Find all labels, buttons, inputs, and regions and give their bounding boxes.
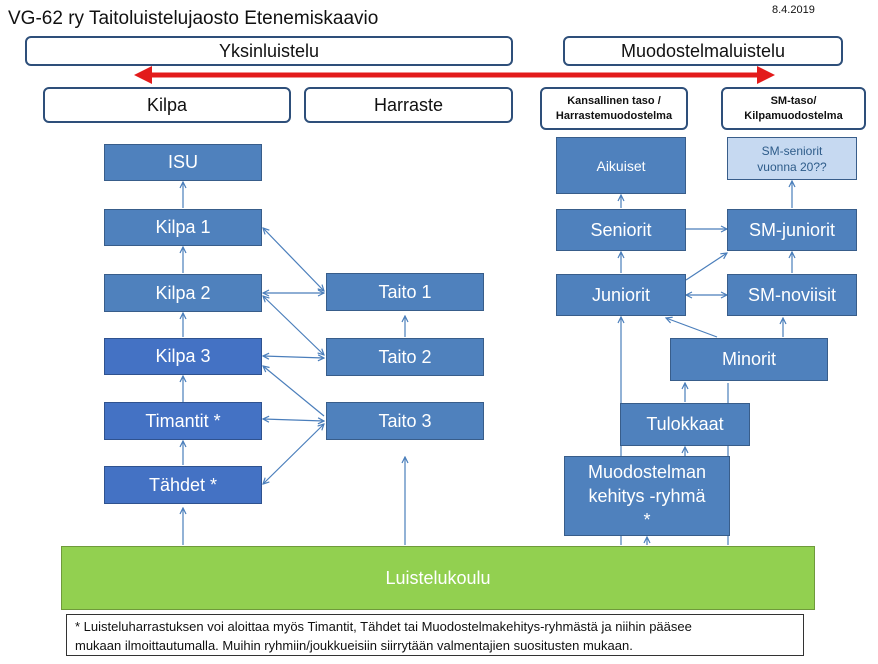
node-luistelukoulu: Luistelukoulu bbox=[61, 546, 815, 610]
header-sm-taso: SM-taso/ Kilpamuodostelma bbox=[721, 87, 866, 130]
node-kilpa-1: Kilpa 1 bbox=[104, 209, 262, 246]
node-kehitys-line1: Muodostelman bbox=[587, 462, 707, 482]
node-kehitys-line2: kehitys -ryhmä bbox=[588, 486, 706, 506]
node-taito-1: Taito 1 bbox=[326, 273, 484, 311]
header-sm-taso-line2: Kilpamuodostelma bbox=[744, 109, 843, 122]
header-sm-taso-line1: SM-taso/ bbox=[770, 94, 817, 107]
node-tulokkaat: Tulokkaat bbox=[620, 403, 750, 446]
node-sm-seniorit-line1: SM-seniorit bbox=[761, 143, 823, 158]
header-kansallinen-line1: Kansallinen taso / bbox=[567, 94, 661, 107]
node-sm-juniorit: SM-juniorit bbox=[727, 209, 857, 251]
header-kansallinen-line2: Harrastemuodostelma bbox=[555, 109, 673, 122]
node-seniorit: Seniorit bbox=[556, 209, 686, 251]
node-aikuiset: Aikuiset bbox=[556, 137, 686, 194]
header-kansallinen-taso: Kansallinen taso / Harrastemuodostelma bbox=[540, 87, 688, 130]
node-sm-noviisit: SM-noviisit bbox=[727, 274, 857, 316]
date-label: 8.4.2019 bbox=[772, 4, 815, 16]
red-arrow-left-head bbox=[134, 66, 152, 84]
footnote-line1: * Luisteluharrastuksen voi aloittaa myös… bbox=[75, 619, 692, 634]
footnote-line2: mukaan ilmoittautumalla. Muihin ryhmiin/… bbox=[75, 638, 633, 653]
node-minorit: Minorit bbox=[670, 338, 828, 381]
node-sm-seniorit: SM-seniorit vuonna 20?? bbox=[727, 137, 857, 180]
node-taito-3: Taito 3 bbox=[326, 402, 484, 440]
node-timantit: Timantit * bbox=[104, 402, 262, 440]
red-arrow-right-head bbox=[757, 66, 775, 84]
header-muodostelmaluistelu: Muodostelmaluistelu bbox=[563, 36, 843, 66]
page-title: VG-62 ry Taitoluistelujaosto Etenemiskaa… bbox=[8, 8, 379, 29]
footnote: * Luisteluharrastuksen voi aloittaa myös… bbox=[66, 614, 804, 656]
node-tahdet: Tähdet * bbox=[104, 466, 262, 504]
node-kilpa-2: Kilpa 2 bbox=[104, 274, 262, 312]
node-muodostelman-kehitys: Muodostelman kehitys -ryhmä * bbox=[564, 456, 730, 536]
node-juniorit: Juniorit bbox=[556, 274, 686, 316]
node-taito-2: Taito 2 bbox=[326, 338, 484, 376]
node-sm-seniorit-line2: vuonna 20?? bbox=[757, 159, 827, 174]
node-kilpa-3: Kilpa 3 bbox=[104, 338, 262, 375]
node-kehitys-line3: * bbox=[643, 510, 651, 530]
header-yksinluistelu: Yksinluistelu bbox=[25, 36, 513, 66]
node-isu: ISU bbox=[104, 144, 262, 181]
header-kilpa: Kilpa bbox=[43, 87, 291, 123]
header-harraste: Harraste bbox=[304, 87, 513, 123]
